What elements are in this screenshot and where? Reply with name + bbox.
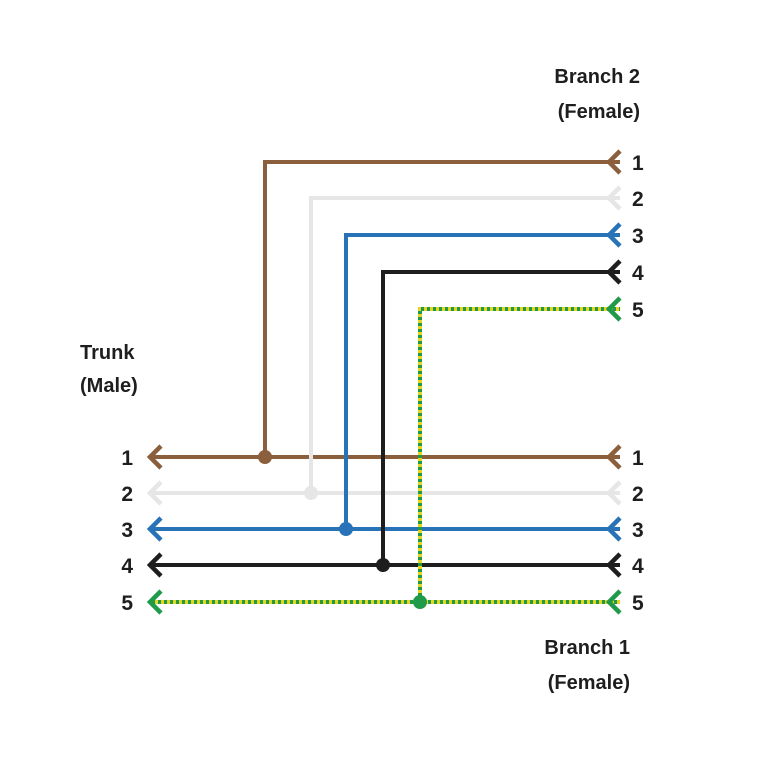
wires-layer xyxy=(152,160,620,604)
wire-4-tap-to-branch2 xyxy=(381,270,620,565)
branch2-pin-2-connector-icon xyxy=(605,185,622,211)
branch2-pin-label-4: 4 xyxy=(632,262,644,285)
trunk-pin-1-connector-icon xyxy=(146,444,163,470)
branch1-pin-label-3: 3 xyxy=(632,519,644,542)
branch2-title: Branch 2 xyxy=(554,66,640,88)
branch1-pin-label-5: 5 xyxy=(632,592,644,615)
trunk-pin-label-3: 3 xyxy=(121,519,133,542)
branch2-subtitle: (Female) xyxy=(558,101,640,123)
trunk-pin-label-2: 2 xyxy=(121,483,133,506)
wire-3-tap-to-branch2 xyxy=(344,233,620,529)
trunk-pin-5-connector-icon xyxy=(146,589,163,615)
branch1-subtitle: (Female) xyxy=(548,672,630,694)
branch2-pin-label-5: 5 xyxy=(632,299,644,322)
branch1-pin-4-connector-icon xyxy=(605,552,622,578)
branch1-title: Branch 1 xyxy=(544,637,630,659)
junction-dot-4 xyxy=(376,558,390,572)
junction-dot-5 xyxy=(413,595,427,609)
wire-5-tap-to-branch2-stripe xyxy=(418,307,620,602)
branch2-pin-label-1: 1 xyxy=(632,152,644,175)
wire-1-tap-to-branch2 xyxy=(263,160,620,457)
trunk-pin-2-connector-icon xyxy=(146,480,163,506)
trunk-pin-label-1: 1 xyxy=(121,447,133,470)
trunk-pin-3-connector-icon xyxy=(146,516,163,542)
trunk-title: Trunk xyxy=(80,342,135,364)
trunk-pin-4-connector-icon xyxy=(146,552,163,578)
branch2-pin-5-connector-icon xyxy=(605,296,622,322)
trunk-pin-label-5: 5 xyxy=(121,592,133,615)
branch1-pin-3-connector-icon xyxy=(605,516,622,542)
junction-dot-3 xyxy=(339,522,353,536)
junction-dot-1 xyxy=(258,450,272,464)
branch2-pin-label-3: 3 xyxy=(632,225,644,248)
junction-dots-layer xyxy=(258,450,427,609)
pin-labels-layer: 1 2 3 4 5 1 2 3 4 5 1 2 3 4 5 xyxy=(121,152,644,615)
branch1-pin-label-2: 2 xyxy=(632,483,644,506)
connector-pins-layer xyxy=(146,149,622,615)
branch1-pin-1-connector-icon xyxy=(605,444,622,470)
branch2-pin-label-2: 2 xyxy=(632,188,644,211)
junction-dot-2 xyxy=(304,486,318,500)
branch1-pin-label-1: 1 xyxy=(632,447,644,470)
branch1-pin-5-connector-icon xyxy=(605,589,622,615)
branch2-pin-4-connector-icon xyxy=(605,259,622,285)
wire-2-tap-to-branch2 xyxy=(309,196,620,493)
trunk-pin-label-4: 4 xyxy=(121,555,133,578)
branch2-pin-3-connector-icon xyxy=(605,222,622,248)
branch1-pin-label-4: 4 xyxy=(632,555,644,578)
branch2-pin-1-connector-icon xyxy=(605,149,622,175)
trunk-subtitle: (Male) xyxy=(80,375,138,397)
branch1-pin-2-connector-icon xyxy=(605,480,622,506)
